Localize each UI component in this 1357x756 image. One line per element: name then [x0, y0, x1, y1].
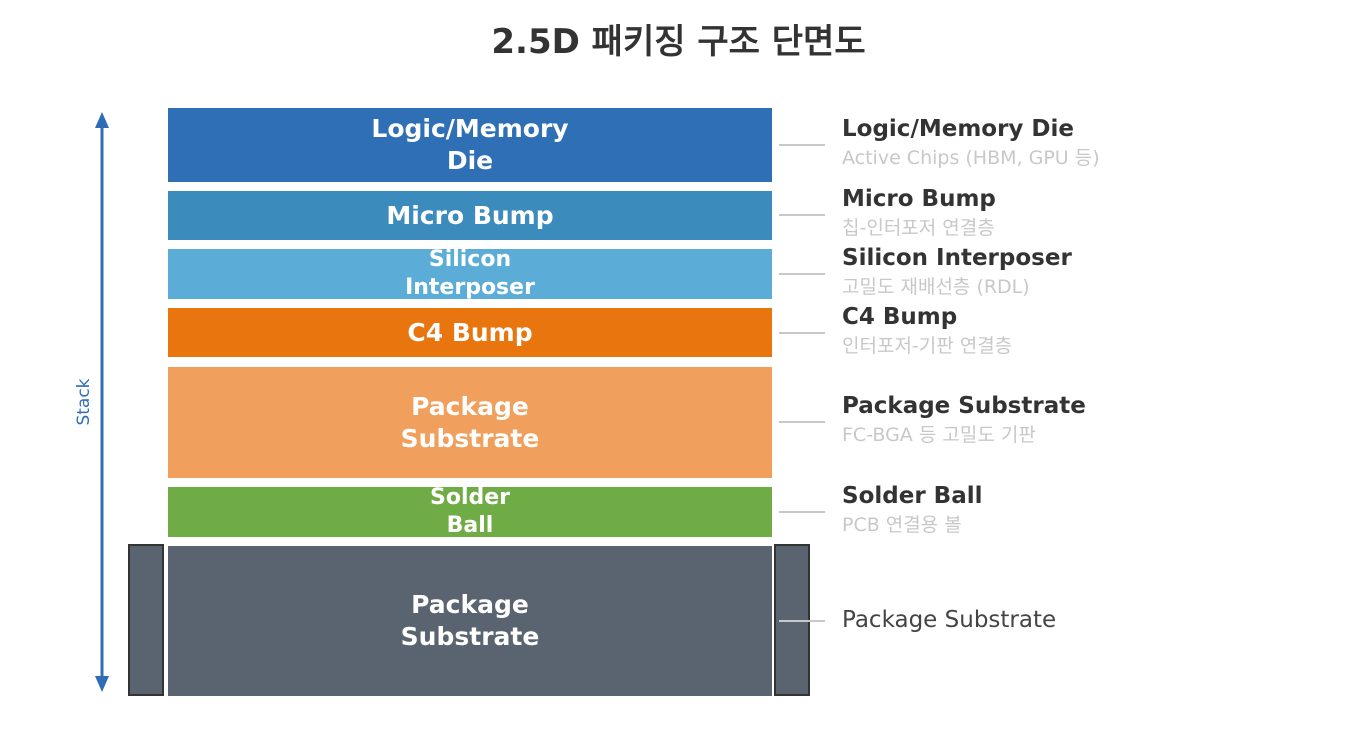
layer-label-line2: Substrate	[400, 423, 540, 453]
layer-label-line2: Interposer	[405, 275, 535, 299]
desc-micro-bump: Micro Bump 칩-인터포저 연결층	[842, 184, 1342, 242]
desc-name: Micro Bump	[842, 186, 996, 212]
desc-name: Logic/Memory Die	[842, 116, 1075, 142]
leader-line	[779, 620, 825, 622]
desc-name: Silicon Interposer	[842, 245, 1072, 271]
desc-package-substrate-base: Package Substrate	[842, 605, 1342, 635]
layer-label-line2: Substrate	[400, 622, 540, 651]
layer-c4-bump: C4 Bump	[168, 308, 772, 357]
desc-solder-ball: Solder Ball PCB 연결용 볼	[842, 481, 1342, 539]
desc-sub: 고밀도 재배선층 (RDL)	[842, 276, 1030, 298]
layer-solder-ball: Solder Ball	[168, 487, 772, 537]
leader-line	[779, 332, 825, 334]
layer-label-line1: Silicon	[428, 249, 512, 272]
leader-line	[779, 214, 825, 216]
layer-label-line1: Solder	[429, 487, 511, 510]
desc-name: Package Substrate	[842, 607, 1057, 633]
layer-label-line2: Die	[446, 146, 494, 175]
desc-name: C4 Bump	[842, 304, 958, 330]
layer-label-line1: Micro Bump	[386, 200, 554, 230]
layer-label-line1: Logic/Memory	[371, 114, 569, 143]
layer-label-line2: Ball	[446, 513, 494, 537]
stack-axis-label: Stack	[74, 378, 94, 426]
pcb-frame-left	[128, 544, 164, 696]
layer-package-substrate-base: Package Substrate	[168, 546, 772, 696]
layer-label-line1: Package	[411, 391, 529, 421]
layer-package-substrate: Package Substrate	[168, 367, 772, 478]
desc-name: Solder Ball	[842, 483, 983, 509]
layer-label-line1: C4 Bump	[407, 317, 533, 347]
layer-micro-bump: Micro Bump	[168, 191, 772, 240]
desc-name: Package Substrate	[842, 393, 1086, 419]
layer-label-line1: Package	[411, 590, 529, 619]
desc-logic-memory-die: Logic/Memory Die Active Chips (HBM, GPU …	[842, 114, 1342, 172]
leader-line	[779, 421, 825, 423]
leader-line	[779, 273, 825, 275]
desc-sub: FC-BGA 등 고밀도 기판	[842, 424, 1036, 446]
leader-line	[779, 144, 825, 146]
desc-silicon-interposer: Silicon Interposer 고밀도 재배선층 (RDL)	[842, 243, 1342, 301]
layer-silicon-interposer: Silicon Interposer	[168, 249, 772, 299]
desc-c4-bump: C4 Bump 인터포저-기판 연결층	[842, 302, 1342, 360]
stack-axis-arrow	[95, 112, 109, 692]
diagram-title: 2.5D 패키징 구조 단면도	[491, 22, 866, 62]
layer-logic-memory-die: Logic/Memory Die	[168, 108, 772, 182]
desc-sub: 칩-인터포저 연결층	[842, 217, 995, 239]
desc-sub: 인터포저-기판 연결층	[842, 335, 1013, 357]
desc-package-substrate: Package Substrate FC-BGA 등 고밀도 기판	[842, 391, 1342, 449]
desc-sub: PCB 연결용 볼	[842, 514, 962, 536]
desc-sub: Active Chips (HBM, GPU 등)	[842, 147, 1100, 169]
leader-line	[779, 511, 825, 513]
